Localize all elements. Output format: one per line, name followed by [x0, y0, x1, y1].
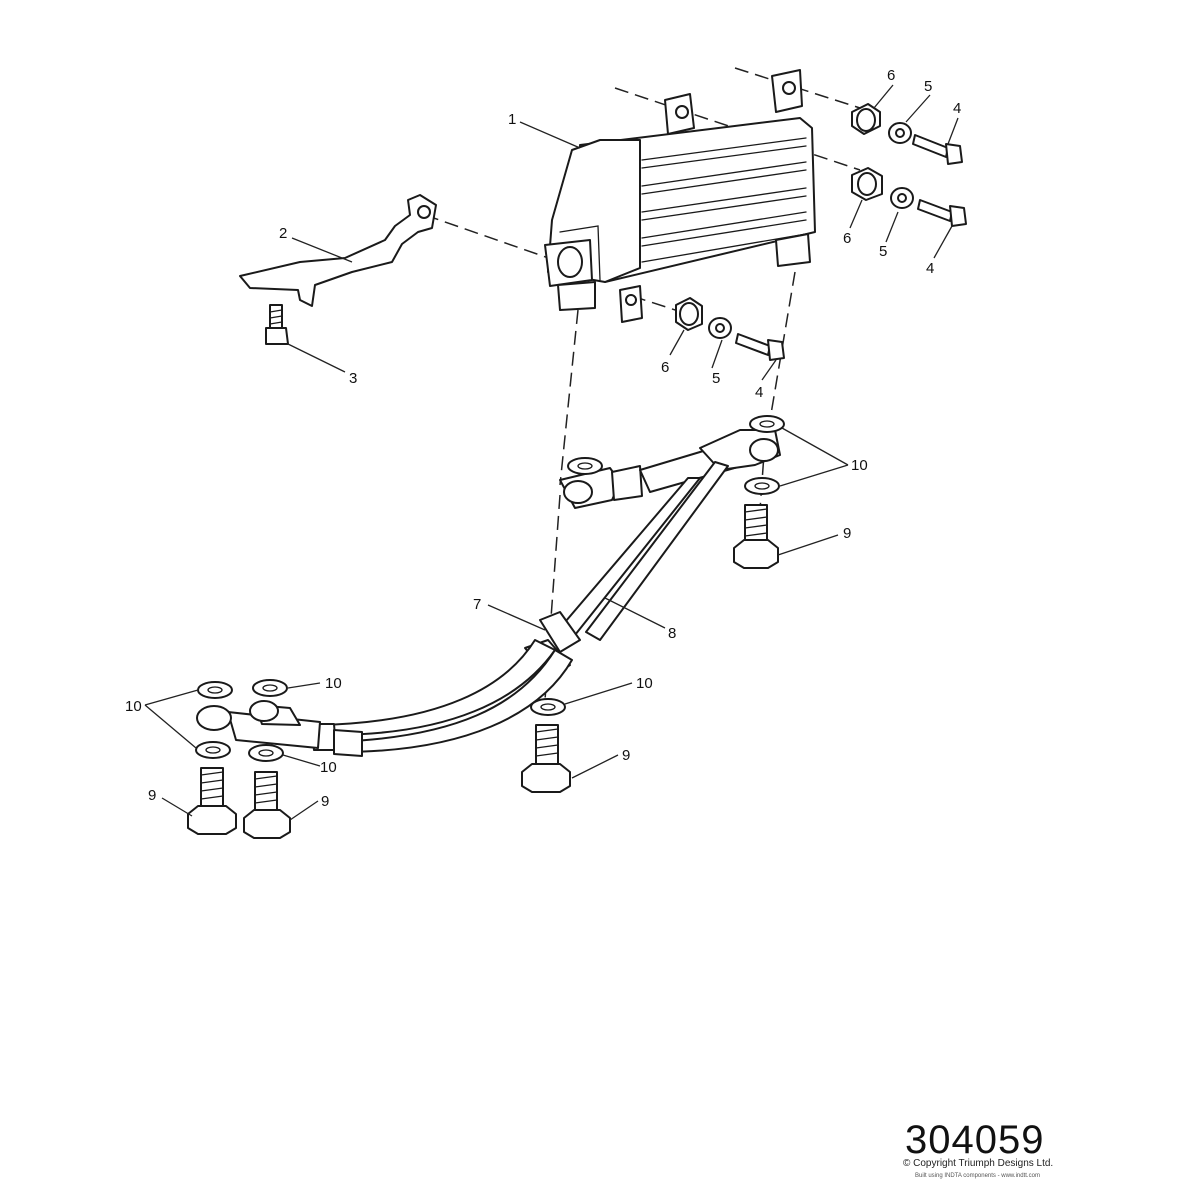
fastener-set-bottom	[675, 297, 785, 361]
callout-4: 4	[926, 260, 934, 277]
fastener-set-middle	[851, 167, 967, 227]
banjo-bolt-left-b	[243, 771, 291, 839]
diagram-reference-number: 304059	[905, 1118, 1045, 1162]
mounting-bracket	[239, 194, 437, 307]
callout-5: 5	[924, 78, 932, 95]
callout-9: 9	[321, 793, 329, 810]
copyright-notice: © Copyright Triumph Designs Ltd.	[903, 1158, 1054, 1169]
callout-5: 5	[879, 243, 887, 260]
callout-10: 10	[636, 675, 653, 692]
fastener-set-top	[851, 103, 963, 165]
callout-4: 4	[755, 384, 763, 401]
callout-6: 6	[887, 67, 895, 84]
callout-10: 10	[851, 457, 868, 474]
banjo-bolt-middle	[521, 724, 571, 793]
callout-5: 5	[712, 370, 720, 387]
callout-3: 3	[349, 370, 357, 387]
banjo-bolt-left-a	[187, 767, 237, 835]
callout-6: 6	[843, 230, 851, 247]
build-note: Built using INDTA components - www.indtt…	[915, 1173, 1040, 1179]
callout-2: 2	[279, 225, 287, 242]
oil-cooler	[544, 69, 816, 323]
callout-10: 10	[320, 759, 337, 776]
cooler-fins	[641, 137, 807, 263]
callout-10: 10	[325, 675, 342, 692]
bracket-screw	[265, 304, 289, 345]
banjo-bolts	[187, 504, 779, 839]
callout-6: 6	[661, 359, 669, 376]
callout-4: 4	[953, 100, 961, 117]
callout-9: 9	[622, 747, 630, 764]
banjo-bolt-right	[733, 504, 779, 569]
sealing-washers	[195, 415, 785, 762]
callout-labels: 1 2 3 6 5 4 6 5 4 6 5 4 10 9 7 8 10 9 10…	[125, 67, 961, 810]
callout-10: 10	[125, 698, 142, 715]
callout-9: 9	[843, 525, 851, 542]
callout-7: 7	[473, 596, 481, 613]
callout-1: 1	[508, 111, 516, 128]
oil-hoses	[196, 429, 781, 757]
callout-8: 8	[668, 625, 676, 642]
callout-9: 9	[148, 787, 156, 804]
leader-lines	[144, 84, 959, 821]
